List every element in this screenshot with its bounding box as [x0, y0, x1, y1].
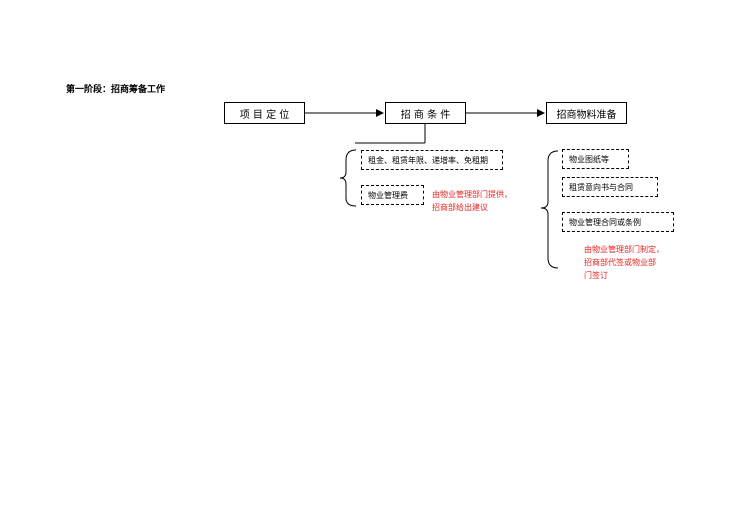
materials-note: 由物业管理部门制定， 招商部代签或物业部 门签订: [584, 243, 664, 282]
conditions-note-line: 招商部给出建议: [432, 203, 488, 212]
condition-item-rent-terms: 租金、租赁年限、递增率、免租期: [361, 150, 503, 170]
stage-title: 第一阶段：招商筹备工作: [66, 85, 166, 95]
material-item-drawings: 物业图纸等: [562, 149, 629, 169]
conditions-note-line: 由物业管理部门提供，: [432, 190, 512, 199]
materials-note-line: 招商部代签或物业部: [584, 258, 656, 267]
condition-item-management-fee: 物业管理费: [361, 185, 424, 205]
material-item-management-contract: 物业管理合同或条例: [562, 212, 674, 232]
brace-conditions: [339, 149, 357, 207]
materials-note-line: 门签订: [584, 271, 608, 280]
step-project-positioning: 项 目 定 位: [224, 102, 305, 124]
conditions-note: 由物业管理部门提供， 招商部给出建议: [432, 188, 512, 214]
brace-materials: [540, 150, 559, 269]
material-item-lease-intent: 租赁意向书与合同: [562, 177, 658, 197]
step-leasing-materials: 招商物料准备: [546, 102, 627, 124]
materials-note-line: 由物业管理部门制定，: [584, 245, 664, 254]
step-leasing-conditions: 招 商 条 件: [385, 102, 466, 124]
